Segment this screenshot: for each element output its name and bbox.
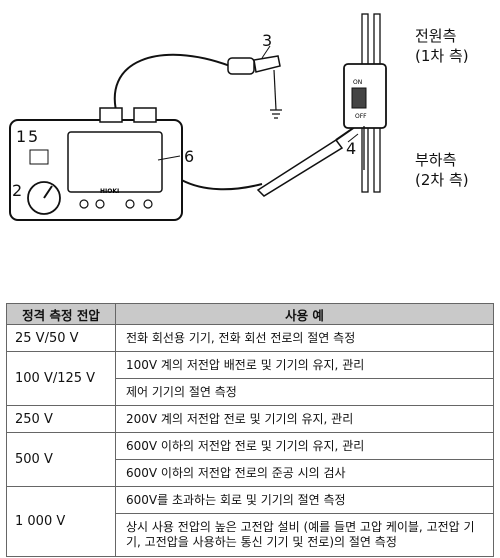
load-side-label: 부하측 (2차 측) — [415, 151, 469, 189]
device-brand: HIOKI — [100, 188, 119, 195]
voltage-cell: 100 V/125 V — [6, 351, 116, 406]
tester-body: HIOKI — [9, 107, 183, 221]
table-row: 제어 기기의 절연 측정 — [7, 378, 494, 406]
usage-cell: 200V 계의 저전압 전로 및 기기의 유지, 관리 — [115, 405, 494, 433]
table-row: 250 V 200V 계의 저전압 전로 및 기기의 유지, 관리 — [6, 405, 494, 433]
table-row: 600V 이하의 저전압 전로의 준공 시의 검사 — [7, 459, 494, 487]
cable-to-clip — [113, 53, 231, 119]
callout-3: 3 — [262, 31, 272, 50]
table-row: 500 V 600V 이하의 저전압 전로 및 기기의 유지, 관리 — [6, 432, 494, 487]
usage-cell: 100V 계의 저전압 배전로 및 기기의 유지, 관리 — [115, 351, 494, 379]
usage-cell: 600V 이하의 저전압 전로 및 기기의 유지, 관리 — [115, 432, 494, 460]
callout-5: 5 — [28, 127, 38, 146]
table-row: 100 V/125 V 100V 계의 저전압 배전로 및 기기의 유지, 관리 — [6, 351, 494, 406]
supply-side-label: 전원측 (1차 측) — [415, 27, 469, 65]
header-rated-voltage: 정격 측정 전압 — [6, 303, 116, 325]
switch-off-label: OFF — [355, 113, 367, 120]
callout-1: 1 — [16, 127, 26, 146]
circuit-breaker: ON OFF — [343, 13, 387, 193]
callout-2: 2 — [12, 181, 22, 200]
usage-cell: 전화 회선용 기기, 전화 회선 전로의 절연 측정 — [115, 324, 494, 352]
usage-cell: 600V를 초과하는 회로 및 기기의 절연 측정 — [115, 486, 494, 514]
usage-cell: 600V 이하의 저전압 전로의 준공 시의 검사 — [115, 459, 494, 487]
table-row: 1 000 V 600V를 초과하는 회로 및 기기의 절연 측정 — [6, 486, 494, 557]
voltage-cell: 250 V — [6, 405, 116, 433]
table-row: 상시 사용 전압의 높은 고전압 설비 (예를 들면 고압 케이블, 고전압 기… — [7, 513, 494, 557]
voltage-cell: 500 V — [6, 432, 116, 487]
header-usage-example: 사용 예 — [115, 303, 494, 325]
table-row: 25 V/50 V 전화 회선용 기기, 전화 회선 전로의 절연 측정 — [6, 324, 494, 352]
callout-4: 4 — [346, 139, 356, 158]
usage-cell: 제어 기기의 절연 측정 — [115, 378, 494, 406]
callout-6: 6 — [184, 147, 194, 166]
voltage-cell: 1 000 V — [6, 486, 116, 557]
voltage-cell: 25 V/50 V — [6, 324, 116, 352]
switch-on-label: ON — [353, 79, 362, 86]
usage-cell: 상시 사용 전압의 높은 고전압 설비 (예를 들면 고압 케이블, 고전압 기… — [115, 513, 494, 557]
insulation-tester-diagram: HIOKI ON OFF 1 5 2 3 4 6 — [9, 13, 387, 221]
alligator-clip — [227, 55, 282, 119]
test-probe — [256, 121, 363, 197]
voltage-usage-table: 정격 측정 전압 사용 예 25 V/50 V 전화 회선용 기기, 전화 회선… — [6, 303, 494, 557]
